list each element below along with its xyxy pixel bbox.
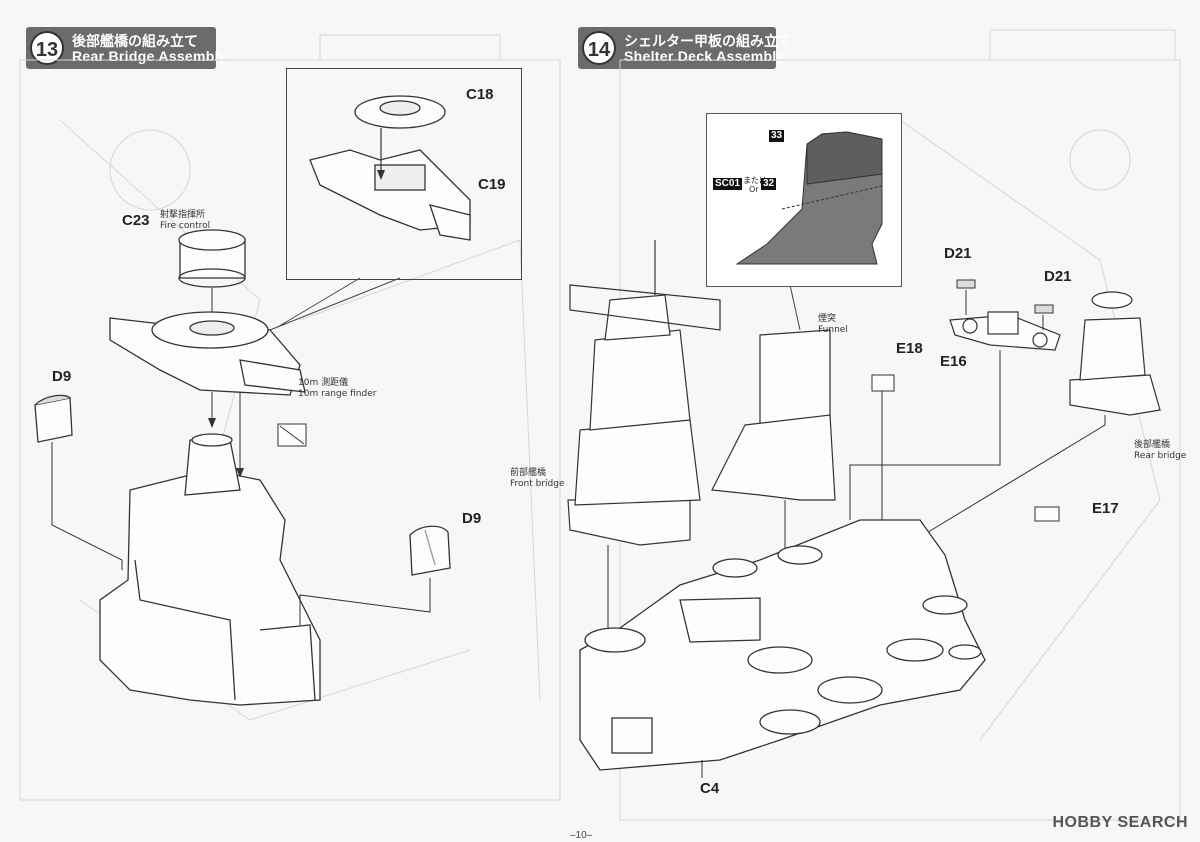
step-number: 14 [582, 31, 616, 65]
step-title-jp: 後部艦橋の組み立て [72, 34, 198, 50]
part-c23: C23 [122, 212, 150, 229]
part-e18: E18 [896, 340, 923, 357]
e17-part [1034, 506, 1060, 522]
part-d9-right: D9 [462, 510, 482, 527]
callout-drawing [735, 131, 883, 265]
d9-right-part [409, 525, 451, 576]
part-c18: C18 [466, 86, 494, 103]
part-c19: C19 [478, 176, 506, 193]
e18-part [871, 374, 895, 392]
rangefinder-turret [109, 311, 306, 396]
front-bridge-tower [567, 240, 721, 546]
tag-sc01: SC01 [713, 178, 743, 190]
d9-left-part [34, 394, 73, 443]
d21-right-part [1034, 304, 1054, 314]
watermark-logo: HOBBY SEARCH [1052, 814, 1188, 831]
or-jp: または [743, 176, 767, 185]
rear-bridge-mini [1069, 291, 1161, 416]
rear-bridge-base [99, 433, 321, 706]
funnel-part [711, 329, 836, 501]
step-13-header: 13 後部艦橋の組み立て Rear Bridge Assembly [26, 27, 227, 69]
part-d21-left: D21 [944, 245, 972, 262]
part-d9-left: D9 [52, 368, 72, 385]
c4-shelter-deck [579, 519, 986, 771]
tag-33: 33 [769, 130, 785, 142]
page-number: –10– [570, 830, 593, 841]
or-en: Or [749, 185, 759, 194]
funnel-callout: 33 SC01 または Or 32 [706, 113, 902, 287]
part-e17: E17 [1092, 500, 1119, 517]
step-number: 13 [30, 31, 64, 65]
part-d21-right: D21 [1044, 268, 1072, 285]
part-c4: C4 [700, 780, 720, 797]
detail-box [286, 68, 522, 280]
tag-32: 32 [761, 178, 777, 190]
part-e16: E16 [940, 353, 967, 370]
d21-left-part [956, 279, 976, 289]
step-title-jp: シェルター甲板の組み立て [624, 34, 792, 50]
e16-plate [949, 311, 1061, 351]
c23-part [178, 229, 246, 288]
